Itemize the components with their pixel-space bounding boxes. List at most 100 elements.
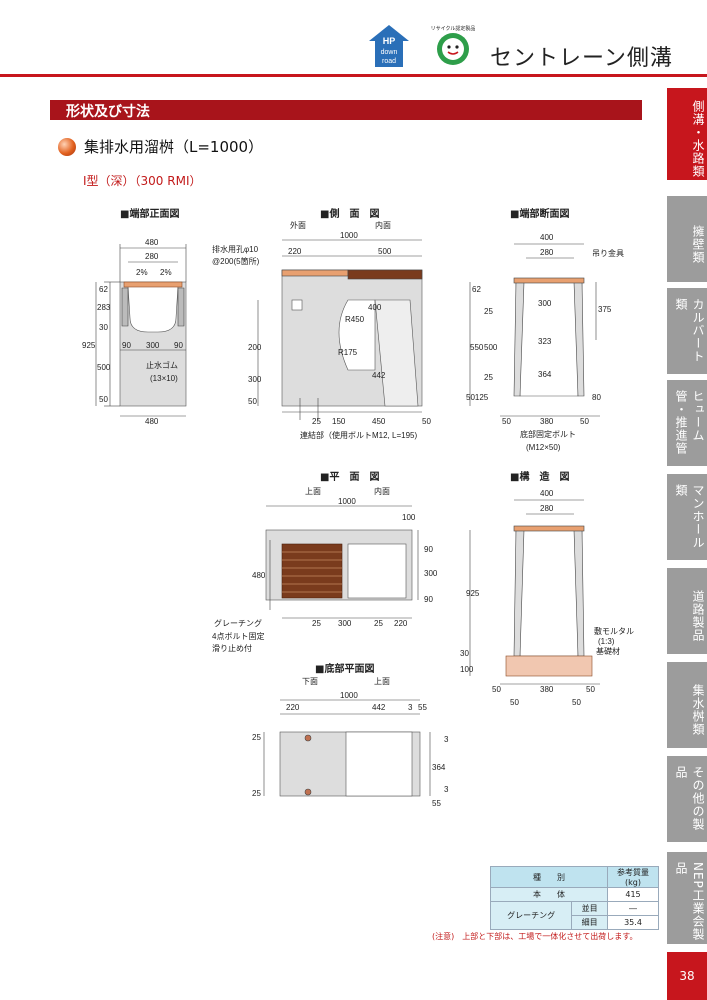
sec-dim-364: 364 [538, 370, 552, 379]
view-label-end-section: ■端部断面図 [510, 209, 570, 220]
sec-bolt-size: (M12×50) [526, 443, 561, 452]
subhead: 集排水用溜桝（L=1000） [58, 136, 263, 157]
bot-v3b: 3 [444, 785, 449, 794]
str-v925: 925 [466, 589, 480, 598]
sec-v25a: 25 [484, 307, 493, 316]
plan-v90b: 90 [424, 595, 433, 604]
plan-grating-note1: 4点ボルト固定 [212, 631, 264, 641]
document-title: セントレーン側溝 [490, 46, 673, 71]
bot-v25a: 25 [252, 733, 261, 742]
side-tab-retaining-walls[interactable]: 擁壁類 [667, 196, 707, 282]
weight-row-grating-value1: ― [607, 901, 659, 916]
type-line: Ⅰ型（深）（300 RMⅠ） [83, 174, 202, 188]
sec-v550: 550 [470, 343, 484, 352]
str-mortar: 敷モルタル [594, 626, 634, 636]
bot-lower: 下面 [302, 677, 318, 686]
str-v100: 100 [460, 665, 474, 674]
front-dim-62: 62 [99, 285, 108, 294]
hp-downroad-logo: HP down road [369, 25, 409, 67]
sec-dim-300: 300 [538, 299, 552, 308]
side-tab-catch-basins[interactable]: 集水桝類 [667, 662, 707, 748]
side-b150: 150 [332, 417, 346, 426]
sec-dim-280: 280 [540, 248, 554, 257]
view-label-bottom: ■底部平面図 [315, 664, 375, 675]
front-dim-30: 30 [99, 323, 108, 332]
plan-b220: 220 [394, 619, 408, 628]
side-b50: 50 [422, 417, 431, 426]
front-dim-480-top: 480 [145, 238, 159, 247]
weight-row-body-value: 415 [607, 887, 659, 902]
bottom-labels: 下面 上面 1000 220 442 3 55 25 364 3 3 25 55 [252, 677, 449, 808]
weight-header-mass: 参考質量(kg) [607, 866, 659, 888]
str-base: 基礎材 [596, 646, 620, 656]
weight-header-type: 種 別 [490, 866, 608, 888]
side-tab-manholes[interactable]: マンホール類 [667, 474, 707, 560]
header-logos: HP down road リサイクル認定製品 [368, 24, 478, 70]
str-b50d: 50 [572, 698, 581, 707]
recycle-certified-logo: リサイクル認定製品 [431, 25, 476, 65]
str-v30: 30 [460, 649, 469, 658]
weight-row-grating-sub1: 並目 [571, 901, 608, 916]
side-v200: 200 [248, 343, 262, 352]
str-b380: 380 [540, 685, 554, 694]
end-section [469, 243, 600, 417]
side-r450: R450 [345, 315, 365, 324]
side-hole: 排水用孔φ10 [212, 244, 259, 254]
plan-d100: 100 [402, 513, 416, 522]
plan-v300: 300 [424, 569, 438, 578]
structure-labels: 400 280 925 敷モルタル (1:3) 基礎材 30 100 50 38… [460, 489, 634, 707]
side-tab-channels[interactable]: 側溝・水路類 [667, 88, 707, 180]
plan-v90a: 90 [424, 545, 433, 554]
side-r175: R175 [338, 348, 358, 357]
front-elevation [95, 244, 187, 417]
sec-b380: 380 [540, 417, 554, 426]
plan-view [265, 505, 419, 619]
sec-b50b: 50 [580, 417, 589, 426]
sec-dim-323: 323 [538, 337, 552, 346]
bottom-plan [263, 699, 431, 797]
plan-top: 上面 [305, 487, 321, 496]
front-dim-283: 283 [97, 303, 111, 312]
page-number: 38 [667, 952, 707, 1000]
front-dim-300: 300 [146, 341, 160, 350]
str-ratio: (1:3) [598, 637, 615, 646]
bot-d55a: 55 [418, 703, 427, 712]
side-tab-nep-products[interactable]: NEP工業会製品 [667, 852, 707, 944]
recycle-caption: リサイクル認定製品 [431, 25, 476, 32]
plan-labels: 上面 内面 1000 100 480 90 300 90 グレーチング 4点ボル… [212, 486, 438, 653]
side-tab-hume-pipes[interactable]: ヒューム管・推進管 [667, 380, 707, 466]
front-dim-925: 925 [82, 341, 96, 350]
sec-hanger: 吊り金具 [592, 248, 624, 258]
side-b450: 450 [372, 417, 386, 426]
view-label-plan: ■平 面 図 [320, 472, 380, 483]
side-tab-road-products[interactable]: 道路製品 [667, 568, 707, 654]
plan-grating-bars [282, 551, 342, 593]
plan-b300: 300 [338, 619, 352, 628]
side-elevation [257, 239, 423, 420]
view-label-front: ■端部正面図 [120, 209, 180, 220]
table-row: 本 体 415 [490, 887, 659, 902]
front-dim-slope-2: 2% [160, 268, 172, 277]
table-row: グレーチング 並目 ― [489, 901, 659, 930]
side-dim-220: 220 [288, 247, 302, 256]
bot-d3: 3 [408, 703, 413, 712]
weight-row-body-name: 本 体 [490, 887, 608, 902]
weight-row-grating-sub2: 細目 [571, 915, 608, 930]
section-title: 形状及び寸法 [66, 104, 150, 120]
side-joint-note: 連結部（使用ボルトM12, L=195) [300, 430, 417, 440]
str-dim-280: 280 [540, 504, 554, 513]
weight-table: 種 別 参考質量(kg) 本 体 415 グレーチング 並目 ― 細目 35.4 [489, 866, 659, 930]
bot-upper: 上面 [374, 677, 390, 686]
side-v300: 300 [248, 375, 262, 384]
sec-v50-125: 50125 [466, 393, 489, 402]
str-b50b: 50 [586, 685, 595, 694]
front-dim-90b: 90 [174, 341, 183, 350]
front-seal-label: 止水ゴム [146, 360, 178, 370]
front-dim-280: 280 [145, 252, 159, 261]
str-b50c: 50 [510, 698, 519, 707]
front-seal-size: (13×10) [150, 374, 178, 383]
side-tab-culverts[interactable]: カルバート類 [667, 288, 707, 374]
bot-v3a: 3 [444, 735, 449, 744]
side-tab-other-products[interactable]: その他の製品 [667, 756, 707, 842]
